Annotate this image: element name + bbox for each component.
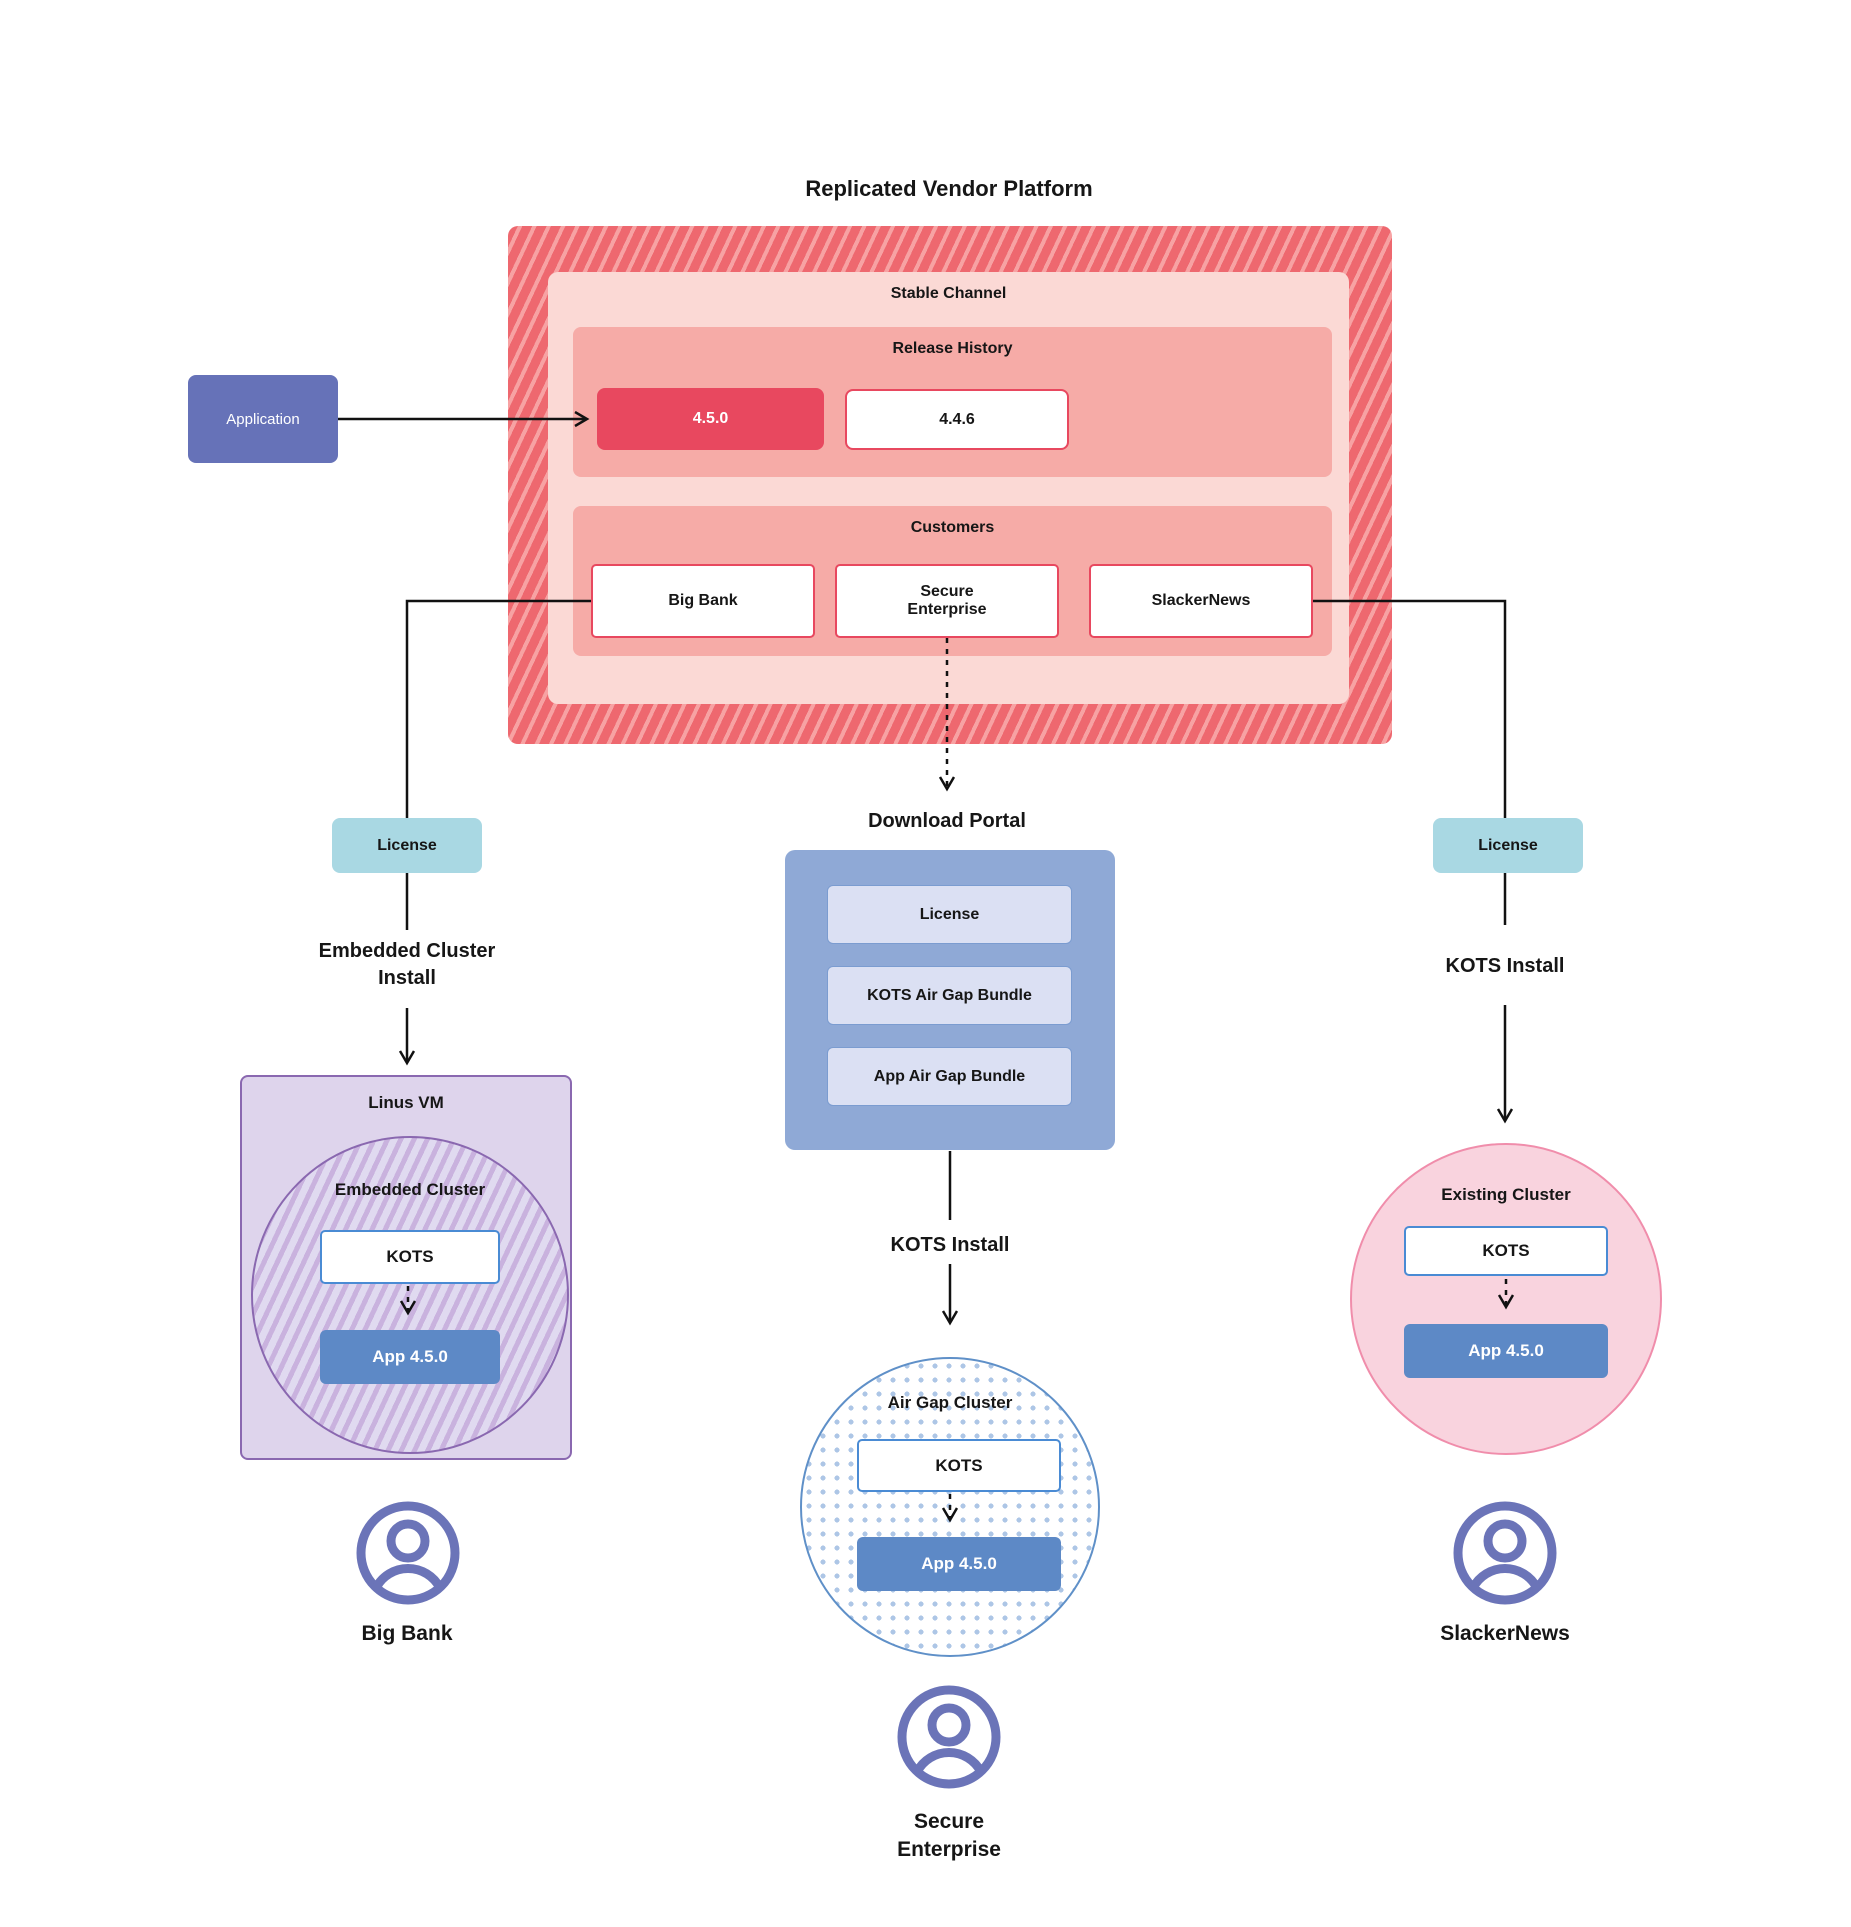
portal-item-kots-airgap-bundle: KOTS Air Gap Bundle [827,966,1072,1025]
app-node-middle: App 4.5.0 [857,1537,1061,1591]
embedded-cluster-install-label: Embedded Cluster Install [318,940,496,989]
vendor-platform-box: Stable Channel Release History 4.5.0 4.4… [508,226,1392,744]
license-badge-left: License [332,818,482,873]
kots-install-label-right: KOTS Install [1445,955,1565,977]
app-node-right: App 4.5.0 [1404,1324,1608,1378]
user-label-slackernews: SlackerNews [1440,1622,1570,1645]
user-label-big-bank: Big Bank [361,1622,453,1645]
license-badge-right: License [1433,818,1583,873]
diagram-title: Replicated Vendor Platform [805,176,1093,201]
portal-item-license: License [827,885,1072,944]
download-portal-title: Download Portal [868,810,1026,832]
user-icon-slackernews [1453,1501,1557,1605]
customers-label: Customers [910,519,995,536]
app-node-left: App 4.5.0 [320,1330,500,1384]
release-4-5-0: 4.5.0 [597,388,824,450]
customer-secure-enterprise-label: Secure Enterprise [907,583,987,618]
linus-vm-box: Linus VM Embedded Cluster KOTS App 4.5.0 [240,1075,572,1460]
release-history-label: Release History [892,340,1013,357]
kots-node-middle: KOTS [857,1439,1061,1492]
existing-cluster-label: Existing Cluster [1441,1185,1571,1204]
release-history-box: Release History 4.5.0 4.4.6 [573,327,1332,477]
air-gap-cluster-label: Air Gap Cluster [887,1393,1013,1412]
portal-item-app-airgap-bundle: App Air Gap Bundle [827,1047,1072,1106]
user-icon-secure-enterprise [897,1685,1001,1789]
user-label-secure-enterprise-text: Secure Enterprise [897,1810,1001,1861]
linus-vm-label: Linus VM [368,1093,444,1112]
embedded-cluster-circle: Embedded Cluster [251,1136,569,1454]
kots-node-right: KOTS [1404,1226,1608,1276]
air-gap-cluster-circle: Air Gap Cluster KOTS App 4.5.0 [800,1357,1100,1657]
release-4-4-6: 4.4.6 [845,389,1069,450]
customer-big-bank: Big Bank [591,564,815,638]
stable-channel-label: Stable Channel [890,285,1007,302]
customer-slackernews-label: SlackerNews [1151,592,1251,609]
customers-box: Customers Big Bank Secure Enterprise Sla… [573,506,1332,656]
customer-secure-enterprise: Secure Enterprise [835,564,1059,638]
customer-slackernews: SlackerNews [1089,564,1313,638]
stable-channel-box: Stable Channel Release History 4.5.0 4.4… [548,272,1349,704]
customer-big-bank-label: Big Bank [668,592,738,609]
user-label-secure-enterprise: Secure Enterprise [799,1808,1099,1864]
download-portal-box: License KOTS Air Gap Bundle App Air Gap … [785,850,1115,1150]
existing-cluster-circle: Existing Cluster KOTS App 4.5.0 [1350,1143,1662,1455]
kots-node-left: KOTS [320,1230,500,1284]
embedded-cluster-label: Embedded Cluster [334,1180,486,1199]
application-node: Application [188,375,338,463]
kots-install-label-middle: KOTS Install [890,1234,1010,1256]
user-icon-big-bank [356,1501,460,1605]
